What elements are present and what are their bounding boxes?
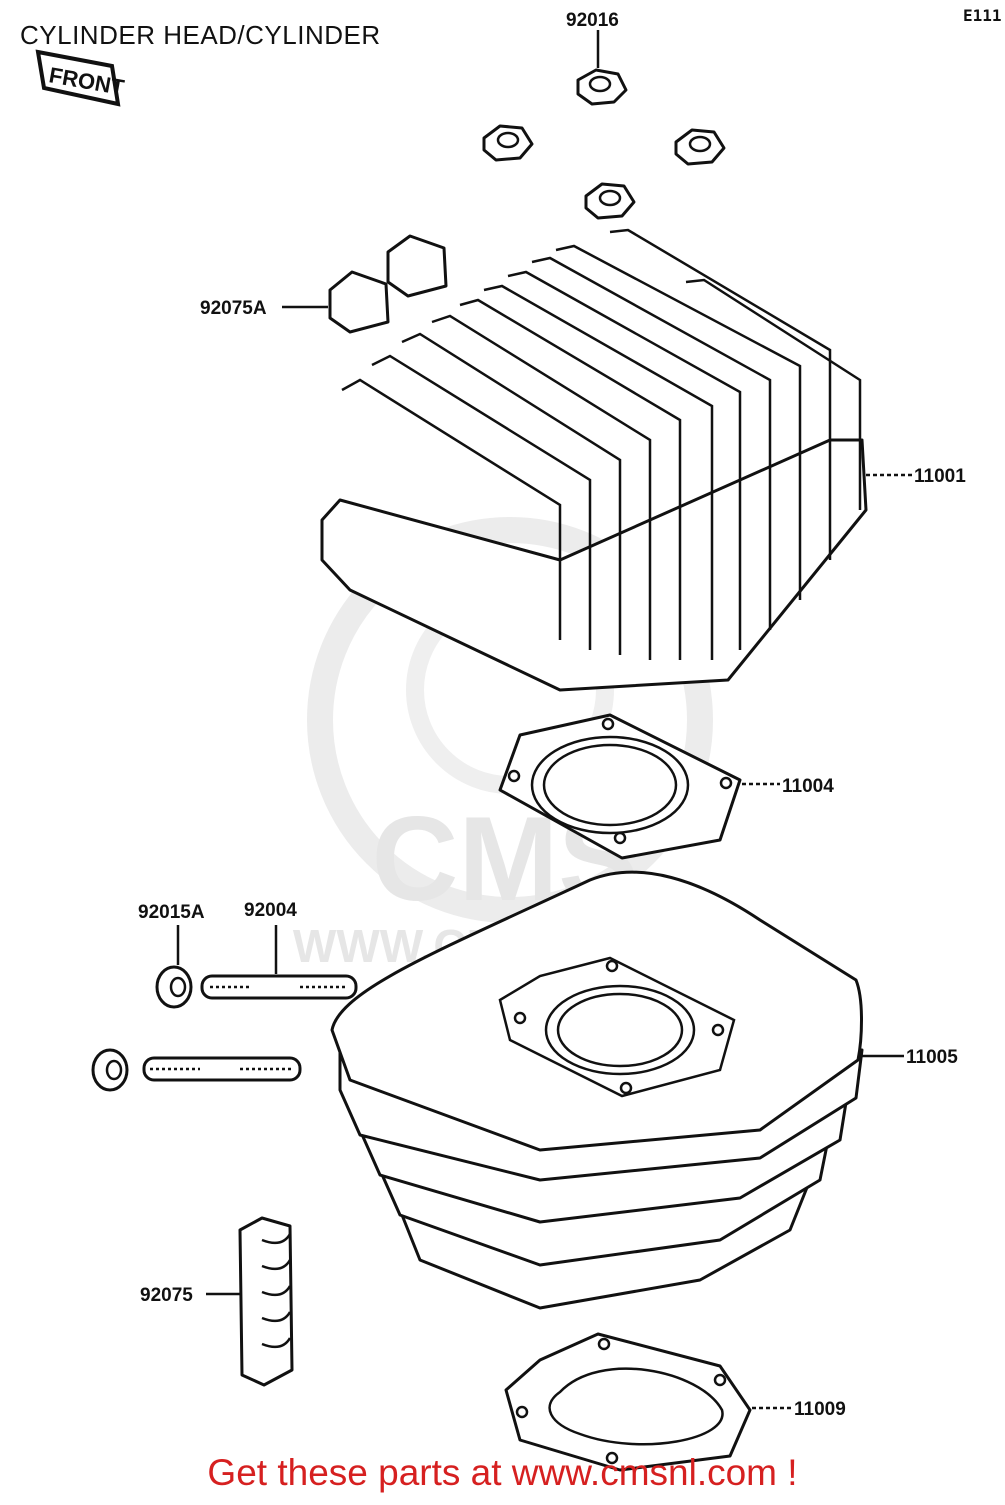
part-label-11001: 11001 (914, 466, 966, 487)
damper-92075 (206, 1216, 294, 1387)
diagram-code: E111 (963, 6, 1002, 25)
part-label-92015a: 92015A (138, 902, 205, 923)
base-gasket-11009 (504, 1332, 792, 1472)
nut-icon (674, 128, 726, 166)
call-to-action-link[interactable]: Get these parts at www.cmsnl.com ! (207, 1452, 798, 1493)
part-label-11009: 11009 (794, 1399, 846, 1420)
nut-icon (576, 68, 628, 106)
cylinder-11005 (330, 870, 904, 1310)
part-label-92075a: 92075A (200, 298, 267, 319)
nut-icon (584, 182, 636, 220)
diagram-title: CYLINDER HEAD/CYLINDER (20, 20, 381, 50)
part-label-11005: 11005 (906, 1047, 958, 1068)
part-label-92004: 92004 (244, 900, 297, 921)
part-label-11004: 11004 (782, 776, 834, 797)
part-label-92016: 92016 (566, 10, 619, 31)
damper-92075a-group (282, 234, 448, 334)
nut-92016-group (482, 30, 726, 220)
part-label-92075: 92075 (140, 1285, 193, 1306)
nut-icon (482, 124, 534, 162)
cylinder-head-11001 (320, 228, 912, 692)
studs-92004-group (91, 925, 358, 1092)
front-arrow-icon: FRONT (35, 49, 127, 107)
cooling-fins (341, 228, 862, 660)
head-gasket-11004 (498, 713, 780, 860)
